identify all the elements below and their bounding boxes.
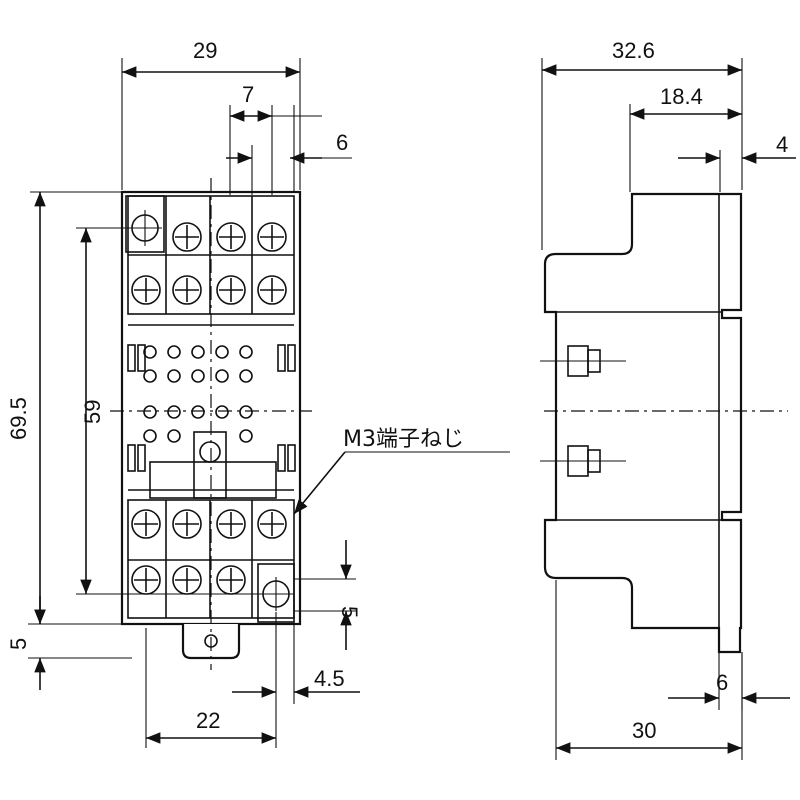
- dim-side-right: 4: [776, 132, 788, 157]
- socket-pin-holes: [143, 345, 253, 443]
- side-view: 32.6 18.4 4 6 30: [540, 38, 796, 760]
- dim-screw-offset: 4.5: [314, 666, 345, 691]
- dim-total-height: 69.5: [6, 397, 31, 440]
- front-view: 29 7 6 69.5 59 5 22: [6, 38, 510, 748]
- dim-side-upper: 18.4: [660, 84, 703, 109]
- dim-top-pitch: 7: [242, 82, 254, 107]
- dim-side-depth: 32.6: [612, 38, 655, 63]
- dim-screw-height: 5: [337, 606, 362, 618]
- dim-bottom-width: 22: [196, 708, 220, 733]
- note-terminal-screw: M3端子ねじ: [343, 427, 464, 452]
- side-body-outline: [543, 192, 743, 654]
- dim-top-width: 29: [193, 38, 217, 63]
- dim-top-offset: 6: [336, 130, 348, 155]
- center-tab: [193, 431, 227, 499]
- dim-side-bottom: 30: [632, 718, 656, 743]
- dim-mount-spacing: 59: [80, 400, 105, 424]
- center-hole: [199, 441, 221, 463]
- dim-side-lower-right: 6: [716, 670, 728, 695]
- dim-bottom-offset: 5: [6, 638, 31, 650]
